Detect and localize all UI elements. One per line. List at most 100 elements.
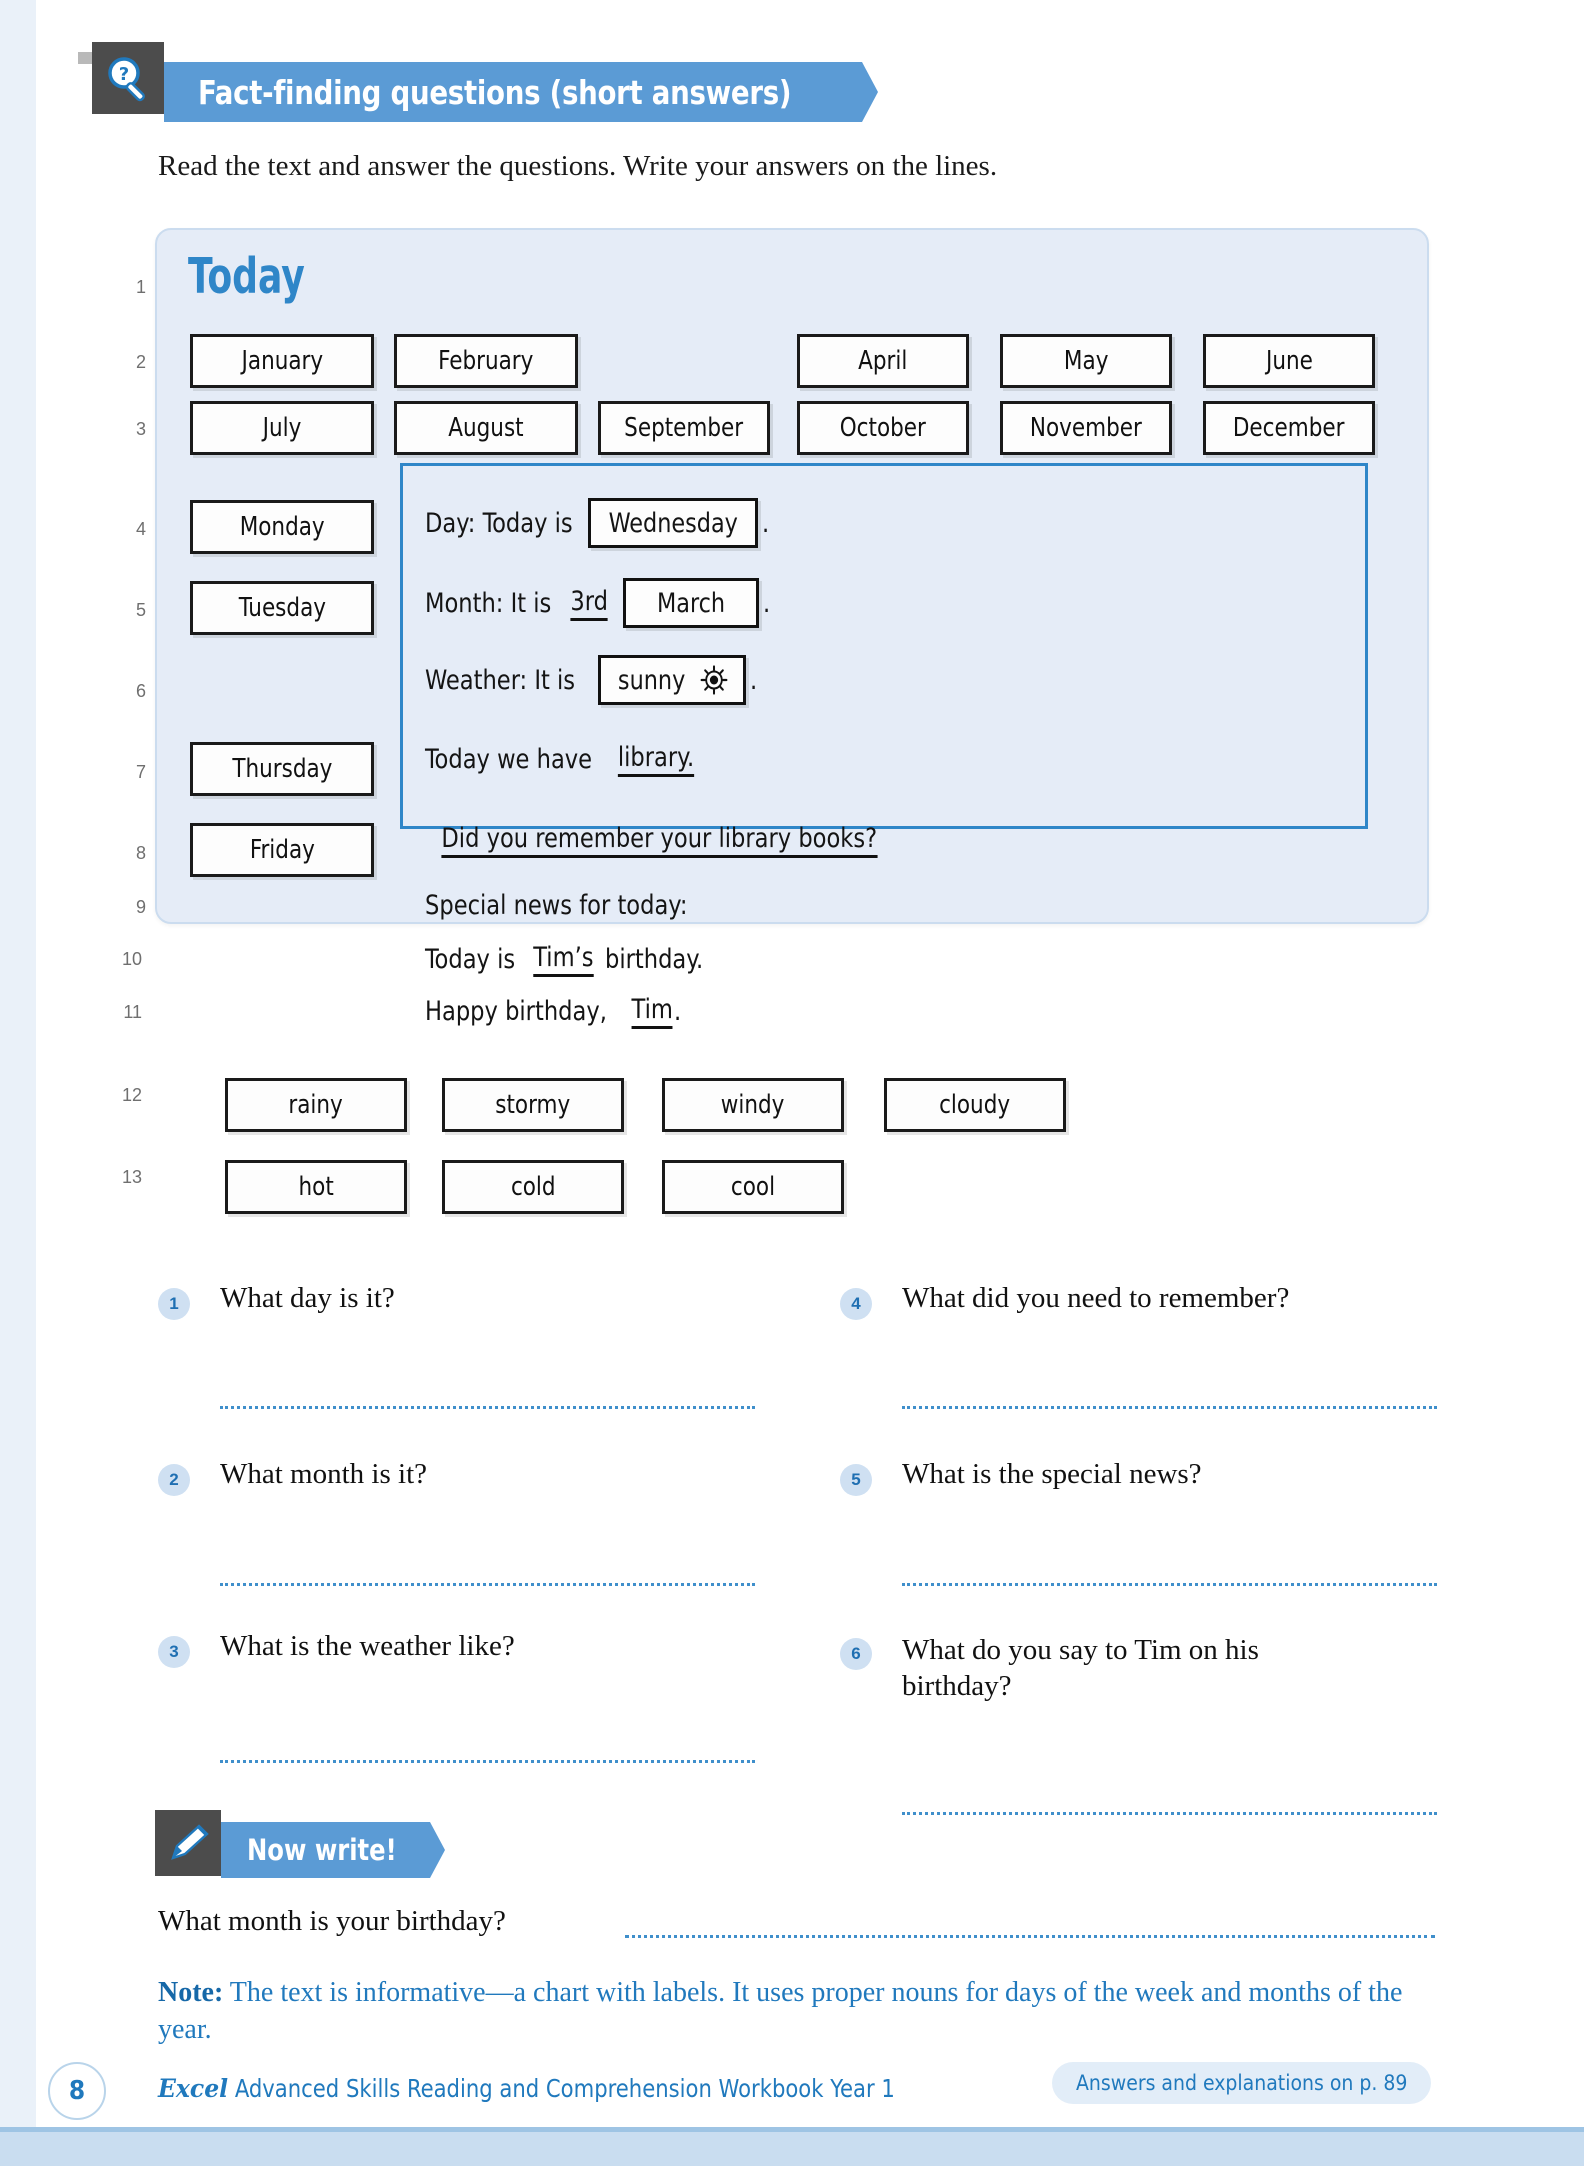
word-box-march[interactable]: March <box>623 578 760 628</box>
word-box-april[interactable]: April <box>797 334 969 388</box>
note-block: Note: The text is informative—a chart wi… <box>158 1975 1408 2049</box>
line-number: 8 <box>135 843 146 863</box>
question-text-1: What day is it? <box>220 1282 395 1314</box>
panel-birthday-line: Today is Tim’s birthday. <box>425 942 710 977</box>
line-number: 4 <box>135 519 146 539</box>
weather-period: . <box>749 664 757 696</box>
question-text-5: What is the special news? <box>902 1458 1202 1490</box>
word-box-thursday[interactable]: Thursday <box>190 742 374 796</box>
question-text-2: What month is it? <box>220 1458 427 1490</box>
question-text-6: What do you say to Tim on his birthday? <box>902 1634 1259 1703</box>
word-box-stormy[interactable]: stormy <box>442 1078 624 1132</box>
weather-label: Weather: It is <box>425 664 576 696</box>
question-number-3: 3 <box>158 1636 190 1668</box>
note-text: The text is informative—a chart with lab… <box>158 1977 1403 2045</box>
line-number: 7 <box>135 762 146 782</box>
panel-library-line: Today we have library. <box>425 742 697 777</box>
word-box-cool[interactable]: cool <box>662 1160 844 1214</box>
library-prefix: Today we have <box>425 744 593 775</box>
word-box-december[interactable]: December <box>1203 401 1375 455</box>
word-box-windy[interactable]: windy <box>662 1078 844 1132</box>
instruction-text: Read the text and answer the questions. … <box>158 150 998 182</box>
word-box-wednesday[interactable]: Wednesday <box>587 498 759 548</box>
answer-line-2[interactable] <box>220 1583 755 1586</box>
panel-special-news-label: Special news for today: <box>425 890 707 921</box>
word-box-monday[interactable]: Monday <box>190 500 374 554</box>
line-number: 12 <box>121 1085 142 1105</box>
word-box-may[interactable]: May <box>1000 334 1172 388</box>
day-period: . <box>762 507 770 539</box>
footer-title: Excel Advanced Skills Reading and Compre… <box>158 2074 895 2103</box>
word-box-november[interactable]: November <box>1000 401 1172 455</box>
note-label: Note: <box>158 1977 224 2008</box>
line-number: 3 <box>135 419 146 439</box>
question-text-4: What did you need to remember? <box>902 1282 1290 1314</box>
word-box-friday[interactable]: Friday <box>190 823 374 877</box>
word-box-february[interactable]: February <box>394 334 578 388</box>
word-box-january[interactable]: January <box>190 334 374 388</box>
line-number: 10 <box>121 949 142 969</box>
panel-happy-line: Happy birthday, Tim . <box>425 994 682 1029</box>
question-number-1: 1 <box>158 1288 190 1320</box>
birthday-suffix: birthday. <box>604 944 703 975</box>
month-label: Month: It is <box>425 587 552 619</box>
line-number: 2 <box>135 352 146 372</box>
word-box-september[interactable]: September <box>598 401 770 455</box>
line-number: 13 <box>121 1167 142 1187</box>
panel-weather-line: Weather: It is sunny <box>425 655 757 705</box>
now-write-answer-line[interactable] <box>625 1935 1435 1938</box>
answer-line-5[interactable] <box>902 1583 1437 1586</box>
line-number: 6 <box>135 681 146 701</box>
now-write-bar: Now write! <box>221 1822 445 1878</box>
section-header-title: Fact-finding questions (short answers) <box>198 72 792 112</box>
sun-icon <box>700 665 728 695</box>
happy-name-answer: Tim <box>631 994 673 1029</box>
word-box-june[interactable]: June <box>1203 334 1375 388</box>
day-label: Day: Today is <box>425 507 573 539</box>
page-left-rail <box>0 0 36 2166</box>
answers-reference-badge: Answers and explanations on p. 89 <box>1052 2062 1432 2104</box>
birthday-prefix: Today is <box>425 944 516 975</box>
answer-line-4[interactable] <box>902 1406 1437 1409</box>
birthday-name-answer: Tim’s <box>533 942 594 977</box>
line-number: 9 <box>135 897 146 917</box>
now-write-title: Now write! <box>247 1833 397 1867</box>
panel-day-line: Day: Today is Wednesday . <box>425 498 770 548</box>
word-box-october[interactable]: October <box>797 401 969 455</box>
answer-line-1[interactable] <box>220 1406 755 1409</box>
word-box-july[interactable]: July <box>190 401 374 455</box>
footer-subtitle: Advanced Skills Reading and Comprehensio… <box>228 2074 895 2103</box>
today-chart-panel <box>400 463 1368 829</box>
now-write-question: What month is your birthday? <box>158 1905 506 1937</box>
month-period: . <box>763 587 771 619</box>
special-news-label: Special news for today: <box>425 890 688 921</box>
line-number: 1 <box>135 277 146 297</box>
question-text-3: What is the weather like? <box>220 1630 515 1662</box>
word-box-sunny[interactable]: sunny <box>598 655 746 705</box>
chart-title: Today <box>188 248 305 305</box>
remember-answer: Did you remember your library books? <box>441 823 878 858</box>
line-number: 5 <box>135 600 146 620</box>
word-box-hot[interactable]: hot <box>225 1160 407 1214</box>
happy-prefix: Happy birthday, <box>425 996 607 1027</box>
question-number-6: 6 <box>840 1638 872 1670</box>
word-box-rainy[interactable]: rainy <box>225 1078 407 1132</box>
answer-line-3[interactable] <box>220 1760 755 1763</box>
word-box-cold[interactable]: cold <box>442 1160 624 1214</box>
word-box-cloudy[interactable]: cloudy <box>884 1078 1066 1132</box>
word-box-august[interactable]: August <box>394 401 578 455</box>
pencil-icon <box>155 1810 221 1876</box>
footer-brand: Excel <box>158 2074 229 2103</box>
question-number-4: 4 <box>840 1288 872 1320</box>
word-box-tuesday[interactable]: Tuesday <box>190 581 374 635</box>
page-bottom-rule <box>0 2127 1584 2132</box>
svg-text:?: ? <box>119 64 129 85</box>
page-number: 8 <box>48 2062 106 2120</box>
line-number: 11 <box>123 1002 142 1022</box>
question-number-5: 5 <box>840 1464 872 1496</box>
section-header-bar: Fact-finding questions (short answers) <box>164 62 878 122</box>
month-date-answer: 3rd <box>570 586 608 621</box>
page-bottom-rail <box>0 2132 1584 2166</box>
answer-line-6[interactable] <box>902 1812 1437 1815</box>
